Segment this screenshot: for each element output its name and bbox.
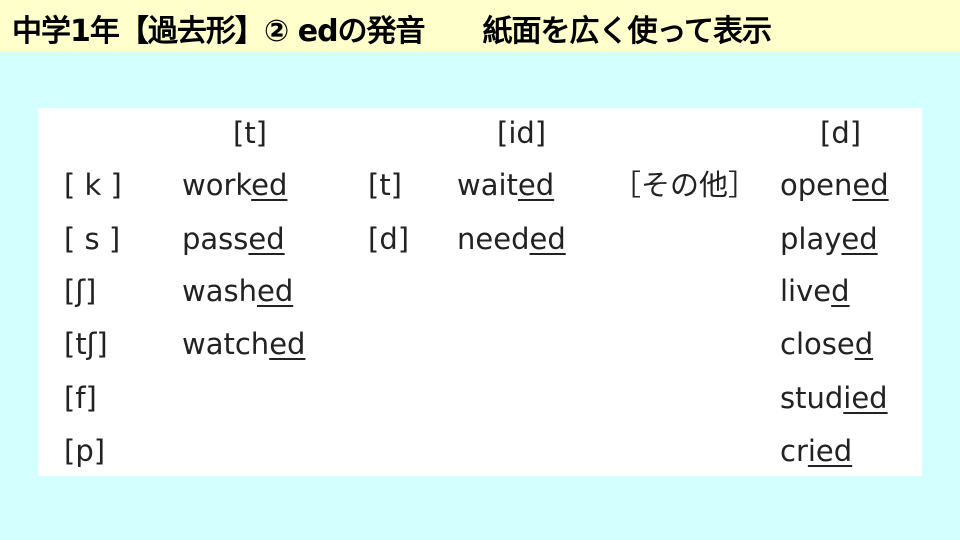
sound-label: [t] <box>368 168 402 202</box>
word-stem: live <box>780 274 832 308</box>
word: studied <box>780 380 888 416</box>
sound-label: [ s ] <box>64 222 121 256</box>
word-ending: ed <box>517 168 555 202</box>
heading-id: [id] <box>497 116 547 150</box>
sound-label: [tʃ] <box>64 327 108 361</box>
word: closed <box>780 326 873 362</box>
word-ending: ed <box>852 168 889 202</box>
content-panel <box>38 108 922 476</box>
word-ending: d <box>854 327 874 361</box>
word-stem: open <box>780 168 853 202</box>
word: worked <box>182 167 287 203</box>
heading-t: [t] <box>233 116 267 150</box>
word-ending: ied <box>807 434 853 468</box>
word: washed <box>182 273 293 309</box>
word-stem: cr <box>780 434 808 468</box>
word: played <box>780 221 878 257</box>
heading-d: [d] <box>820 116 862 150</box>
word-ending: ed <box>269 327 306 361</box>
header-bar: 中学1年【過去形】② edの発音 紙面を広く使って表示 <box>0 0 960 52</box>
word: passed <box>182 221 285 257</box>
word-ending: d <box>831 274 850 308</box>
sound-label: [p] <box>64 434 106 468</box>
word: watched <box>182 326 305 362</box>
sound-label: [f] <box>64 381 97 415</box>
word-ending: ed <box>248 222 285 256</box>
sound-label: ［その他］ <box>612 168 758 202</box>
word-stem: need <box>457 222 530 256</box>
word-ending: ed <box>256 274 294 308</box>
word-stem: watch <box>182 327 270 361</box>
word-ending: ied <box>843 381 888 415</box>
sound-label: [ k ] <box>64 168 122 202</box>
word: cried <box>780 433 852 469</box>
word-stem: work <box>182 168 252 202</box>
word-ending: ed <box>251 168 288 202</box>
word: waited <box>457 167 554 203</box>
word-ending: ed <box>529 222 566 256</box>
word: lived <box>780 273 850 309</box>
word-stem: close <box>780 327 855 361</box>
word-stem: wait <box>457 168 518 202</box>
sound-label: [d] <box>368 222 410 256</box>
word-stem: stud <box>780 381 844 415</box>
word-stem: wash <box>182 274 257 308</box>
word: needed <box>457 221 566 257</box>
word-stem: play <box>780 222 842 256</box>
word-ending: ed <box>841 222 878 256</box>
word: opened <box>780 167 889 203</box>
page-title: 中学1年【過去形】② edの発音 紙面を広く使って表示 <box>12 14 772 49</box>
sound-label: [ʃ] <box>64 274 97 308</box>
word-stem: pass <box>182 222 249 256</box>
